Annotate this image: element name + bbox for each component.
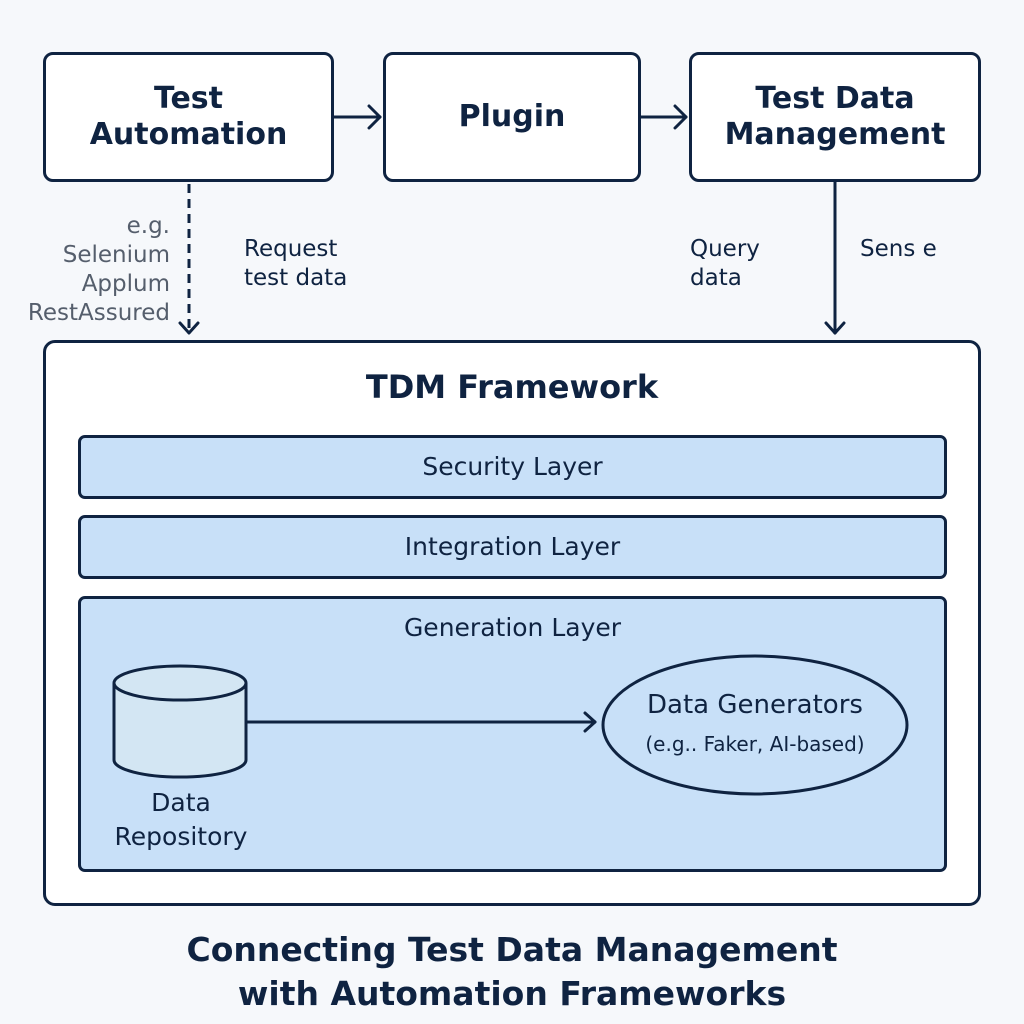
test-automation-label: Test Automation [89,81,288,152]
plugin-label: Plugin [458,99,566,134]
data-generators-subtitle: (e.g.. Faker, AI-based) [645,732,865,756]
request-test-data-label: Request test data [244,236,348,291]
generation-layer-label: Generation Layer [403,613,622,642]
test-automation-box: Test Automation [43,52,334,182]
arrowhead-tdm-to-framework [824,321,846,335]
integration-layer: Integration Layer [78,515,947,579]
sense-label: Sens e [860,236,937,262]
data-repository-label: Data Repository [114,788,248,851]
arrowhead-plugin-to-tdm [673,104,688,130]
security-layer-label: Security Layer [422,452,603,481]
tdm-label: Test Data Management [724,81,946,152]
tools-examples-label: e.g. Selenium Applum RestAssured [27,213,170,326]
arrowhead-automation-to-plugin [367,104,382,130]
arrowhead-automation-to-framework [178,321,200,335]
tdm-box: Test Data Management [689,52,981,182]
plugin-box: Plugin [383,52,641,182]
tdm-framework-title: TDM Framework [365,368,659,406]
security-layer: Security Layer [78,435,947,499]
data-generators-title: Data Generators [647,690,863,720]
diagram-caption: Connecting Test Data Management with Aut… [186,930,838,1013]
query-data-label: Query data [690,236,760,291]
integration-layer-label: Integration Layer [404,532,621,561]
